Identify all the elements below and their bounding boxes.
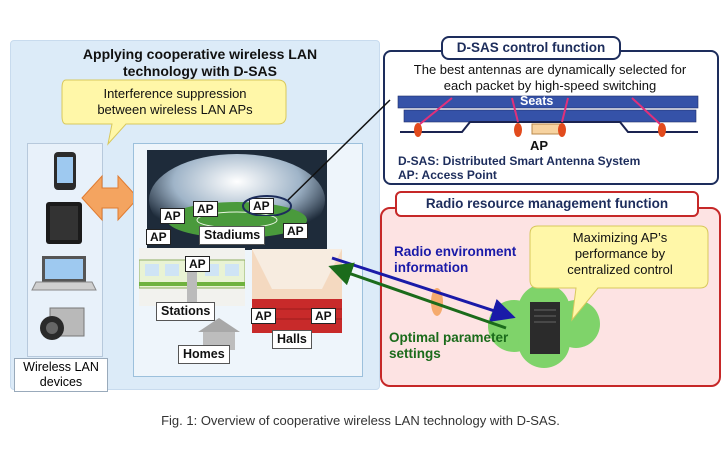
stadiums-label: Stadiums <box>199 226 266 245</box>
laptop-icon <box>31 256 97 291</box>
feedback-arrows <box>328 256 516 330</box>
dsas-connector <box>242 99 391 216</box>
tablet-icon <box>46 202 82 244</box>
dsas-description: The best antennas are dynamically select… <box>388 62 712 94</box>
rrm-callout-line2: performance by <box>574 246 666 261</box>
rrm-title: Radio resource management function <box>395 191 699 217</box>
dsas-def2: AP: Access Point <box>398 168 497 182</box>
seats-label: Seats <box>520 94 554 108</box>
ap-badge: AP <box>249 198 274 214</box>
radio-env-line1: Radio environment <box>394 244 517 259</box>
device-icons <box>31 152 97 340</box>
dsas-definitions: D-SAS: Distributed Smart Antenna System … <box>398 154 640 182</box>
ap-badge: AP <box>251 308 276 324</box>
ap-badge: AP <box>146 229 171 245</box>
dsas-title: D-SAS control function <box>441 36 621 60</box>
dsas-def1: D-SAS: Distributed Smart Antenna System <box>398 154 641 168</box>
ap-badge: AP <box>160 208 185 224</box>
dsas-desc-line1: The best antennas are dynamically select… <box>413 62 687 77</box>
optimal-parameter-label: Optimal parameter settings <box>389 330 508 362</box>
rrm-callout-line1: Maximizing AP’s <box>572 230 668 245</box>
interference-callout-shape <box>61 79 287 146</box>
callout-line2: between wireless LAN APs <box>97 102 253 117</box>
ap-badge: AP <box>185 256 210 272</box>
radio-environment-label: Radio environment information <box>394 244 516 276</box>
server-icon <box>530 302 560 354</box>
ap-badge: AP <box>193 201 218 217</box>
halls-label: Halls <box>272 330 312 349</box>
stations-label: Stations <box>156 302 216 321</box>
seats-diagram <box>397 95 699 137</box>
devices-label-line2: devices <box>39 375 83 389</box>
rrm-callout-shape <box>529 225 709 322</box>
dsas-desc-line2: each packet by high-speed switching <box>443 78 657 93</box>
optimal-line1: Optimal parameter <box>389 330 509 345</box>
devices-label: Wireless LAN devices <box>14 358 108 392</box>
interference-arrow <box>81 174 139 222</box>
callout-line1: Interference suppression <box>103 86 247 101</box>
homes-label: Homes <box>178 345 230 364</box>
optimal-line2: settings <box>389 346 441 361</box>
panel-title: Applying cooperative wireless LAN techno… <box>60 46 340 80</box>
rrm-callout-line3: centralized control <box>567 262 673 277</box>
camera-icon <box>40 307 85 340</box>
interference-callout: Interference suppression between wireles… <box>64 86 286 118</box>
radio-env-arrow <box>331 256 516 322</box>
dsas-ap-label: AP <box>530 138 549 153</box>
smartphone-icon <box>54 152 76 190</box>
radio-env-line2: information <box>394 260 469 275</box>
ap-badge: AP <box>311 308 336 324</box>
rrm-callout: Maximizing AP’s performance by centraliz… <box>532 230 708 278</box>
ap-badge: AP <box>283 223 308 239</box>
panel-title-line1: Applying cooperative wireless LAN <box>82 46 318 62</box>
panel-title-line2: technology with D-SAS <box>123 63 277 79</box>
figure-caption: Fig. 1: Overview of cooperative wireless… <box>161 413 560 428</box>
optimal-settings-arrow <box>328 262 507 330</box>
devices-label-line1: Wireless LAN <box>23 360 99 374</box>
